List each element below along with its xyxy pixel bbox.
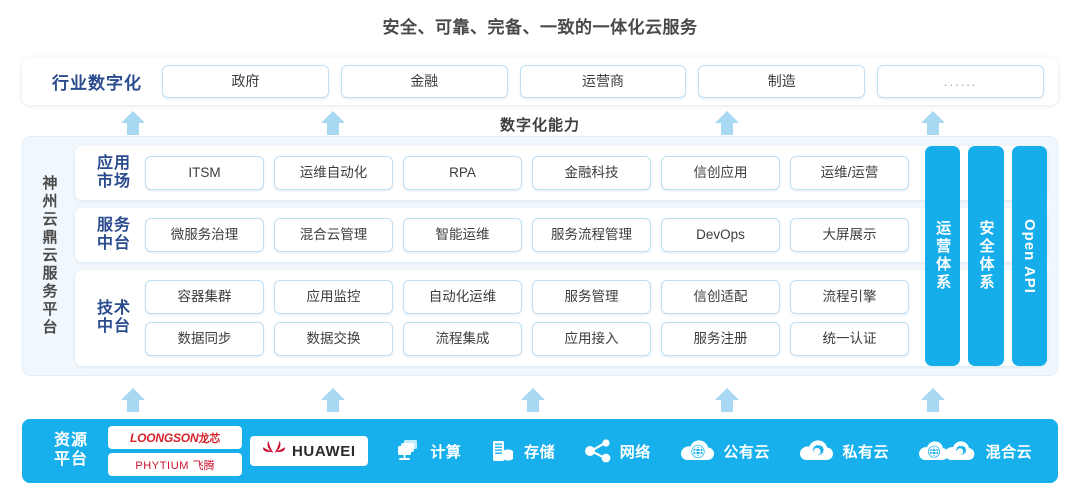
network-icon bbox=[583, 437, 613, 465]
private-cloud-icon bbox=[797, 438, 835, 464]
loongson-logo: LOONGSON龙芯 bbox=[108, 426, 242, 449]
resource-item-label: 计算 bbox=[430, 443, 462, 461]
huawei-logo-text: HUAWEI bbox=[292, 442, 356, 460]
cell-hybrid-cloud-management[interactable]: 混合云管理 bbox=[274, 218, 393, 252]
huawei-flower-icon bbox=[262, 440, 286, 463]
layer-label-application-market: 应用 市场 bbox=[83, 155, 145, 191]
cell-process-engine[interactable]: 流程引擎 bbox=[790, 280, 909, 314]
technology-platform-cells: 容器集群 应用监控 自动化运维 服务管理 信创适配 流程引擎 数据同步 数据交换… bbox=[145, 275, 1039, 361]
cell-rpa[interactable]: RPA bbox=[403, 156, 522, 190]
storage-icon bbox=[489, 437, 517, 465]
cell-xinchuang-adaptation[interactable]: 信创适配 bbox=[661, 280, 780, 314]
cell-application-access[interactable]: 应用接入 bbox=[532, 322, 651, 356]
cell-data-exchange[interactable]: 数据交换 bbox=[274, 322, 393, 356]
layer-service-platform: 服务 中台 微服务治理 混合云管理 智能运维 服务流程管理 DevOps 大屏展… bbox=[75, 208, 1047, 262]
resource-label-line1: 资源 bbox=[53, 432, 88, 450]
up-arrow-icon bbox=[920, 387, 946, 413]
layer-label-line1: 技术 bbox=[96, 300, 131, 318]
cell-service-management[interactable]: 服务管理 bbox=[532, 280, 651, 314]
cell-xinchuang-app[interactable]: 信创应用 bbox=[661, 156, 780, 190]
resource-item-label: 存储 bbox=[524, 443, 556, 461]
industry-cell-more[interactable]: ...... bbox=[877, 64, 1044, 98]
industry-cell-telecom[interactable]: 运营商 bbox=[519, 64, 687, 98]
cell-ops-operation[interactable]: 运维/运营 bbox=[790, 156, 909, 190]
layer-label-line1: 服务 bbox=[96, 217, 131, 235]
layer-label-service-platform: 服务 中台 bbox=[83, 217, 145, 253]
platform-body: 应用 市场 ITSM 运维自动化 RPA 金融科技 信创应用 运维/运营 服务 … bbox=[75, 137, 1057, 375]
technology-row-1: 容器集群 应用监控 自动化运维 服务管理 信创适配 流程引擎 bbox=[145, 280, 909, 314]
resource-item-label: 私有云 bbox=[842, 443, 889, 461]
pillar-open-api[interactable]: Open API bbox=[1011, 146, 1047, 366]
resource-item-public-cloud[interactable]: 公有云 bbox=[678, 438, 770, 464]
resource-items: 计算 bbox=[368, 437, 1046, 465]
resource-item-label: 公有云 bbox=[723, 443, 770, 461]
up-arrow-icon bbox=[120, 387, 146, 413]
resource-platform-label: 资源 平台 bbox=[34, 432, 108, 470]
layer-label-line1: 应用 bbox=[96, 155, 131, 173]
cell-intelligent-ops[interactable]: 智能运维 bbox=[403, 218, 522, 252]
cell-dashboard-display[interactable]: 大屏展示 bbox=[790, 218, 909, 252]
industry-row: 行业数字化 政府 金融 运营商 制造 ...... bbox=[22, 57, 1058, 105]
up-arrow-icon bbox=[320, 387, 346, 413]
platform-vertical-label: 神州云鼎云服务平台 bbox=[40, 175, 58, 337]
layer-technology-platform: 技术 中台 容器集群 应用监控 自动化运维 服务管理 信创适配 流程引擎 数据同… bbox=[75, 270, 1047, 366]
public-cloud-icon bbox=[678, 438, 716, 464]
cell-application-monitoring[interactable]: 应用监控 bbox=[274, 280, 393, 314]
page-title: 安全、可靠、完备、一致的一体化云服务 bbox=[382, 18, 698, 37]
resource-item-hybrid-cloud[interactable]: 混合云 bbox=[917, 438, 1033, 464]
resource-item-label: 网络 bbox=[619, 443, 651, 461]
application-market-cells: ITSM 运维自动化 RPA 金融科技 信创应用 运维/运营 bbox=[145, 156, 1039, 190]
pillar-security-system[interactable]: 安全体系 bbox=[968, 146, 1004, 366]
up-arrow-icon bbox=[920, 110, 946, 136]
cell-fintech[interactable]: 金融科技 bbox=[532, 156, 651, 190]
up-arrow-icon bbox=[320, 110, 346, 136]
hybrid-cloud-icon bbox=[917, 438, 979, 464]
resource-item-compute[interactable]: 计算 bbox=[395, 437, 461, 465]
capability-label: 数字化能力 bbox=[499, 117, 580, 134]
resource-item-label: 混合云 bbox=[985, 443, 1033, 461]
resource-platform-bar: 资源 平台 LOONGSON龙芯 PHYTIUM 飞腾 bbox=[22, 419, 1058, 483]
loongson-logo-text: LOONGSON龙芯 bbox=[129, 430, 220, 445]
cloud-service-platform: 神州云鼎云服务平台 应用 市场 ITSM 运维自动化 RPA 金融科技 信创应用… bbox=[22, 136, 1058, 376]
layer-label-line2: 市场 bbox=[96, 173, 131, 190]
industry-cells: 政府 金融 运营商 制造 ...... bbox=[162, 64, 1048, 98]
cell-container-cluster[interactable]: 容器集群 bbox=[145, 280, 264, 314]
cell-unified-authentication[interactable]: 统一认证 bbox=[790, 322, 909, 356]
layer-application-market: 应用 市场 ITSM 运维自动化 RPA 金融科技 信创应用 运维/运营 bbox=[75, 146, 1047, 200]
layer-label-technology-platform: 技术 中台 bbox=[83, 300, 145, 336]
cell-ops-automation[interactable]: 运维自动化 bbox=[274, 156, 393, 190]
industry-row-label: 行业数字化 bbox=[52, 73, 142, 93]
up-arrow-icon bbox=[120, 110, 146, 136]
cell-itsm[interactable]: ITSM bbox=[145, 156, 264, 190]
resource-item-private-cloud[interactable]: 私有云 bbox=[797, 438, 889, 464]
cell-process-integration[interactable]: 流程集成 bbox=[403, 322, 522, 356]
pillar-operations-system[interactable]: 运营体系 bbox=[925, 146, 961, 366]
technology-row-2: 数据同步 数据交换 流程集成 应用接入 服务注册 统一认证 bbox=[145, 322, 909, 356]
industry-cell-finance[interactable]: 金融 bbox=[340, 64, 508, 98]
phytium-logo: PHYTIUM 飞腾 bbox=[108, 453, 242, 476]
resource-label-line2: 平台 bbox=[53, 451, 88, 468]
service-platform-cells: 微服务治理 混合云管理 智能运维 服务流程管理 DevOps 大屏展示 bbox=[145, 218, 1039, 252]
cell-microservice-governance[interactable]: 微服务治理 bbox=[145, 218, 264, 252]
cpu-vendor-logos: LOONGSON龙芯 PHYTIUM 飞腾 bbox=[108, 426, 242, 476]
cell-service-registration[interactable]: 服务注册 bbox=[661, 322, 780, 356]
up-arrow-icon bbox=[714, 110, 740, 136]
cell-devops[interactable]: DevOps bbox=[661, 218, 780, 252]
up-arrow-icon bbox=[520, 387, 546, 413]
cell-service-process-management[interactable]: 服务流程管理 bbox=[532, 218, 651, 252]
phytium-logo-text: PHYTIUM 飞腾 bbox=[135, 459, 215, 472]
layer-label-line2: 中台 bbox=[96, 318, 131, 335]
layer-label-line2: 中台 bbox=[96, 235, 131, 252]
up-arrow-icon bbox=[714, 387, 740, 413]
industry-cell-manufacturing[interactable]: 制造 bbox=[698, 64, 866, 98]
compute-icon bbox=[395, 437, 423, 465]
cell-data-sync[interactable]: 数据同步 bbox=[145, 322, 264, 356]
vertical-pillars: 运营体系 安全体系 Open API bbox=[925, 146, 1047, 366]
cell-automated-ops[interactable]: 自动化运维 bbox=[403, 280, 522, 314]
huawei-logo: HUAWEI bbox=[250, 436, 368, 466]
resource-item-network[interactable]: 网络 bbox=[583, 437, 651, 465]
industry-cell-government[interactable]: 政府 bbox=[162, 64, 329, 98]
resource-item-storage[interactable]: 存储 bbox=[489, 437, 555, 465]
